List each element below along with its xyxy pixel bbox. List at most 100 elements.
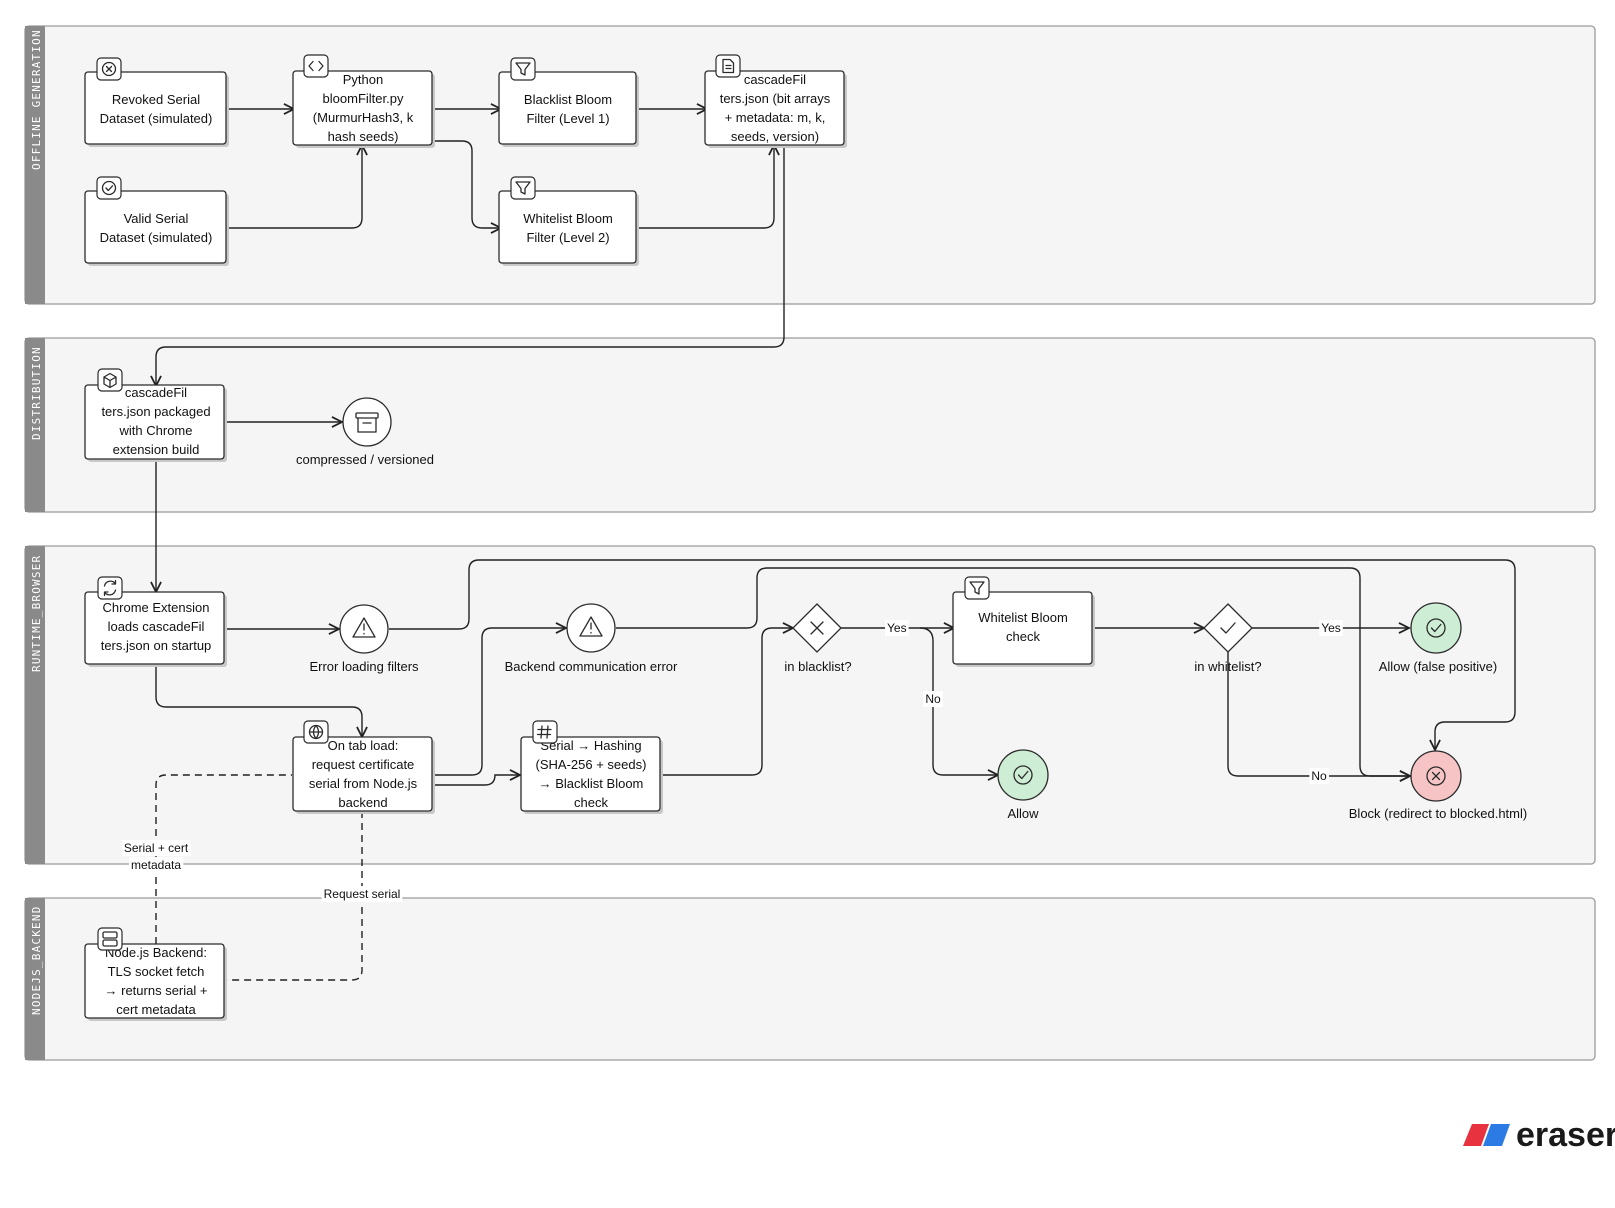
- node-backend-error-label: Backend communication error: [505, 659, 678, 674]
- label-no-whitelist: No: [1311, 769, 1327, 783]
- node-packaged-line-2: ters.json packaged: [101, 404, 210, 419]
- node-backend-line-4: cert metadata: [116, 1002, 196, 1017]
- node-tabload-line-4: backend: [338, 795, 387, 810]
- edge-tabload-to-backend-error: [432, 628, 566, 776]
- node-tabload-line-1: On tab load:: [328, 738, 399, 753]
- lane-offline-generation: OFFLINE GENERATION: [24, 25, 1596, 305]
- node-whitelist-filter-line-1: Whitelist Bloom: [523, 211, 613, 226]
- node-json-line-2: ters.json (bit arrays: [720, 91, 831, 106]
- label-request-serial: Request serial: [324, 887, 401, 901]
- eraser-logo: eraser: [1463, 1116, 1615, 1154]
- node-packaged-line-1: cascadeFil: [125, 385, 187, 400]
- archive-icon: [355, 412, 379, 433]
- warning-icon: [579, 616, 603, 637]
- node-valid-line-2: Dataset (simulated): [100, 230, 213, 245]
- edge-label-background: [885, 620, 909, 636]
- node-in-whitelist-decision[interactable]: in whitelist?: [1194, 603, 1262, 674]
- node-on-tab-load[interactable]: On tab load: request certificate serial …: [292, 720, 435, 814]
- edge-labels: Yes No Yes No Serial + cert metadata Req…: [121, 620, 1343, 902]
- edge-valid-to-python: [227, 145, 362, 229]
- package-icon: [97, 368, 123, 392]
- node-error-loading-filters[interactable]: Error loading filters: [309, 604, 419, 674]
- node-backend-communication-error[interactable]: Backend communication error: [505, 603, 678, 674]
- edge-label-background: [128, 857, 184, 873]
- edge-label-background: [121, 840, 191, 856]
- lane-title-offline: OFFLINE GENERATION: [30, 29, 43, 170]
- node-in-blacklist-label: in blacklist?: [784, 659, 851, 674]
- node-python-line-3: (MurmurHash3, k: [313, 110, 414, 125]
- node-python-line-2: bloomFilter.py: [323, 91, 404, 106]
- node-json-line-3: + metadata: m, k,: [725, 110, 826, 125]
- label-serial-cert-metadata-1: Serial + cert: [124, 841, 189, 855]
- label-yes-blacklist: Yes: [887, 621, 907, 635]
- node-serial-hashing[interactable]: Serial → Hashing (SHA-256 + seeds) → Bla…: [520, 720, 663, 814]
- brand-text: eraser: [1516, 1116, 1615, 1154]
- node-whitelist-bloom-filter[interactable]: Whitelist Bloom Filter (Level 2): [498, 176, 639, 266]
- filter-icon: [510, 176, 536, 200]
- lane-title-runtime: RUNTIME_BROWSER: [30, 555, 43, 672]
- node-tabload-line-3: serial from Node.js: [309, 776, 418, 791]
- node-error-filters-label: Error loading filters: [309, 659, 419, 674]
- node-valid-serial-dataset[interactable]: Valid Serial Dataset (simulated): [84, 176, 229, 266]
- label-no-blacklist: No: [925, 692, 941, 706]
- edge-backend-error-to-block: [616, 567, 1410, 776]
- x-circle-icon: [1426, 766, 1446, 786]
- check-circle-icon: [1426, 618, 1446, 638]
- edge-label-background: [1319, 620, 1343, 636]
- node-chrome-line-1: Chrome Extension: [103, 600, 210, 615]
- node-python-line-1: Python: [343, 72, 383, 87]
- node-allow-fp-label: Allow (false positive): [1379, 659, 1498, 674]
- node-hashing-line-2: (SHA-256 + seeds): [536, 757, 647, 772]
- node-json-line-4: seeds, version): [731, 129, 819, 144]
- edge-label-background: [923, 691, 943, 707]
- node-backend-line-1: Node.js Backend:: [105, 945, 207, 960]
- node-blacklist-bloom-filter[interactable]: Blacklist Bloom Filter (Level 1): [498, 57, 639, 147]
- node-block-redirect[interactable]: Block (redirect to blocked.html): [1349, 750, 1527, 821]
- node-whitelist-bloom-check[interactable]: Whitelist Bloom check: [952, 576, 1095, 667]
- node-valid-line-1: Valid Serial: [124, 211, 189, 226]
- edge-blacklist-no: [919, 627, 998, 775]
- hash-icon: [532, 720, 558, 744]
- node-chrome-extension-startup[interactable]: Chrome Extension loads cascadeFil ters.j…: [84, 576, 227, 667]
- node-whitelist-filter-line-2: Filter (Level 2): [526, 230, 609, 245]
- node-nodejs-backend[interactable]: Node.js Backend: TLS socket fetch → retu…: [84, 927, 227, 1021]
- node-hashing-line-1: Serial → Hashing: [540, 738, 641, 753]
- node-revoked-line-2: Dataset (simulated): [100, 111, 213, 126]
- edge-python-to-whitelist-filter: [432, 140, 501, 228]
- node-chrome-line-2: loads cascadeFil: [108, 619, 205, 634]
- node-hashing-line-3: → Blacklist Bloom: [539, 776, 644, 791]
- node-wlcheck-line-1: Whitelist Bloom: [978, 610, 1068, 625]
- node-in-blacklist-decision[interactable]: in blacklist?: [784, 603, 852, 674]
- node-blacklist-line-2: Filter (Level 1): [526, 111, 609, 126]
- edge-hashing-to-blacklist-check: [660, 628, 793, 776]
- check-circle-icon: [96, 176, 122, 200]
- node-python-bloomfilter[interactable]: Python bloomFilter.py (MurmurHash3, k ha…: [292, 54, 435, 148]
- file-icon: [715, 54, 741, 78]
- node-chrome-line-3: ters.json on startup: [101, 638, 212, 653]
- node-cascade-filters-json[interactable]: cascadeFil ters.json (bit arrays + metad…: [704, 54, 847, 148]
- edge-tabload-to-hashing: [432, 775, 520, 786]
- edge-label-background: [321, 886, 403, 902]
- logo-mark-red: [1463, 1124, 1489, 1146]
- node-backend-line-2: TLS socket fetch: [108, 964, 205, 979]
- label-serial-cert-metadata-2: metadata: [131, 858, 181, 872]
- node-compressed-versioned[interactable]: compressed / versioned: [296, 397, 434, 467]
- node-packaged-line-3: with Chrome: [119, 423, 193, 438]
- node-hashing-line-4: check: [574, 795, 608, 810]
- node-packaged-line-4: extension build: [113, 442, 200, 457]
- label-yes-whitelist: Yes: [1321, 621, 1341, 635]
- edge-tabload-to-nodebackend: [227, 811, 363, 981]
- node-revoked-serial-dataset[interactable]: Revoked Serial Dataset (simulated): [84, 57, 229, 147]
- warning-icon: [352, 617, 376, 638]
- node-allow[interactable]: Allow: [997, 749, 1049, 821]
- edges: [155, 109, 1516, 981]
- node-allow-label: Allow: [1007, 806, 1039, 821]
- filter-icon: [964, 576, 990, 600]
- node-packaged-chrome-build[interactable]: cascadeFil ters.json packaged with Chrom…: [84, 368, 227, 462]
- edge-nodebackend-to-tabload: [155, 774, 292, 944]
- check-icon: [1220, 622, 1236, 634]
- node-in-whitelist-label: in whitelist?: [1194, 659, 1261, 674]
- code-icon: [303, 54, 329, 78]
- lane-title-backend: NODEJS_BACKEND: [30, 905, 43, 1015]
- node-allow-false-positive[interactable]: Allow (false positive): [1379, 602, 1498, 674]
